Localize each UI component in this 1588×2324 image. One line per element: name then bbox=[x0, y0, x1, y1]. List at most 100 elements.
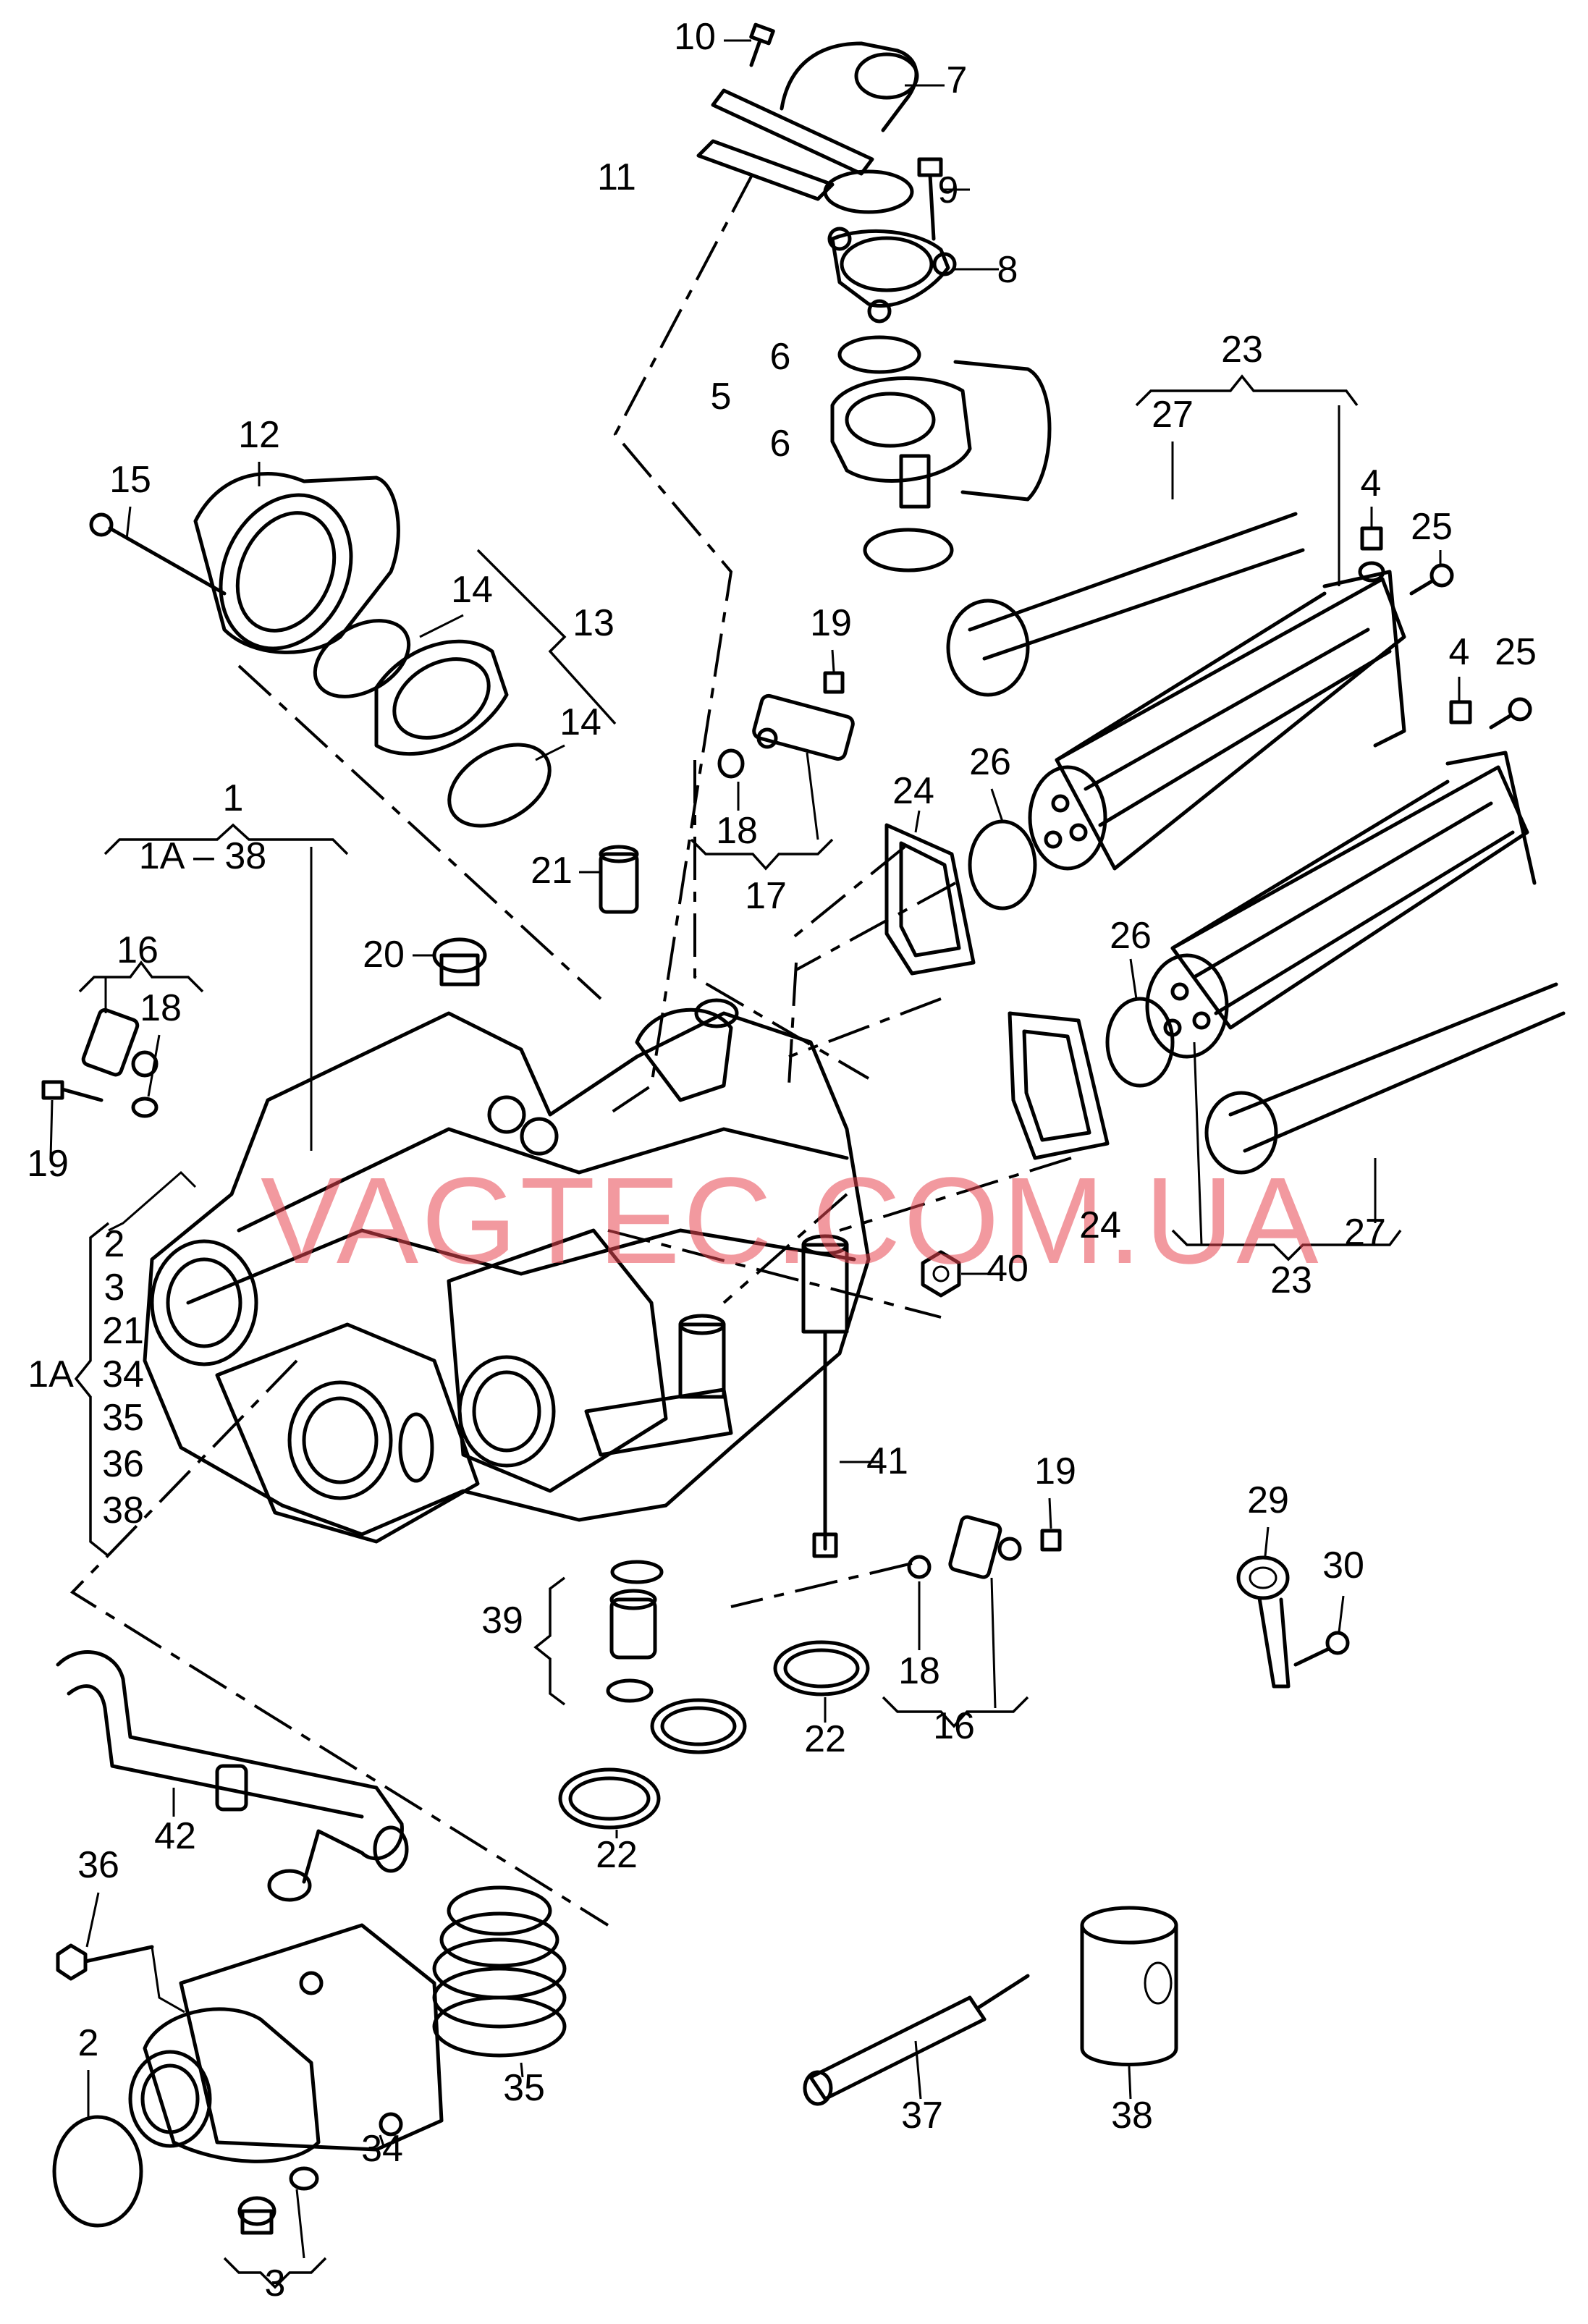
callout-c16b: 16 bbox=[933, 1705, 975, 1747]
part-21-sleeve bbox=[579, 845, 639, 914]
part-27-tube-lower bbox=[1204, 982, 1566, 1223]
callout-c17: 17 bbox=[745, 875, 787, 917]
callout-c15: 15 bbox=[109, 459, 151, 501]
callout-c38a: 38 bbox=[102, 1490, 144, 1531]
callout-c21b: 21 bbox=[102, 1310, 144, 1352]
callout-c26a: 26 bbox=[969, 741, 1011, 783]
callout-c29: 29 bbox=[1247, 1479, 1289, 1521]
callout-c4b: 4 bbox=[1449, 631, 1470, 673]
callout-c1a: 1A bbox=[28, 1353, 74, 1395]
callout-c19a: 19 bbox=[810, 602, 852, 644]
part-5-throttle-body bbox=[830, 335, 1052, 572]
part-16-sensor-left bbox=[41, 960, 204, 1159]
part-29-bracket bbox=[1236, 1526, 1291, 1689]
callout-c18b: 18 bbox=[140, 987, 182, 1029]
leader-1a bbox=[108, 1170, 197, 1232]
part-8-flange bbox=[827, 227, 999, 324]
callout-c19c: 19 bbox=[1034, 1450, 1076, 1492]
callout-c5: 5 bbox=[711, 376, 732, 418]
callout-c14a: 14 bbox=[451, 569, 493, 611]
part-7-elbow-pipe bbox=[711, 41, 945, 176]
part-22-gasket-left bbox=[558, 1767, 661, 1838]
bracket-1a bbox=[74, 1222, 110, 1558]
part-25-bolt-lower bbox=[1489, 697, 1532, 730]
callout-c25b: 25 bbox=[1495, 631, 1537, 673]
callout-c24b: 24 bbox=[1079, 1204, 1121, 1246]
callout-c26b: 26 bbox=[1110, 915, 1152, 957]
part-16-sensor-right bbox=[882, 1497, 1062, 1728]
callout-c6b: 6 bbox=[770, 423, 791, 465]
callout-c14b: 14 bbox=[559, 701, 601, 743]
callout-c8: 8 bbox=[997, 249, 1018, 291]
callout-c27b: 27 bbox=[1344, 1212, 1386, 1254]
part-23-cooler-lower bbox=[1145, 751, 1537, 1059]
callout-c22a: 22 bbox=[804, 1718, 846, 1760]
callout-c42: 42 bbox=[154, 1815, 196, 1857]
bracket-23-bottom bbox=[1171, 1229, 1402, 1262]
bracket-1 bbox=[104, 823, 349, 855]
part-39-fitting bbox=[533, 1560, 664, 1706]
part-23-cooler-upper bbox=[1028, 570, 1406, 871]
part-40-nut bbox=[921, 1250, 992, 1298]
callout-c23a: 23 bbox=[1221, 329, 1263, 371]
callout-c12: 12 bbox=[238, 414, 280, 456]
callout-c1range: 1A – 38 bbox=[139, 835, 266, 877]
callout-c9: 9 bbox=[938, 169, 959, 211]
callout-c11: 11 bbox=[597, 156, 636, 198]
callout-c41: 41 bbox=[866, 1440, 908, 1482]
callout-c16a: 16 bbox=[117, 929, 159, 971]
part-30-bolt bbox=[1293, 1595, 1350, 1667]
part-38-can bbox=[1080, 1906, 1178, 2100]
callout-c1: 1 bbox=[223, 777, 244, 819]
callout-c30: 30 bbox=[1322, 1545, 1364, 1586]
callout-c21a: 21 bbox=[531, 850, 573, 892]
callout-c20: 20 bbox=[363, 934, 405, 976]
part-24-gasket-upper bbox=[884, 810, 976, 976]
part-37-tube bbox=[803, 1974, 1030, 2106]
callout-c38b: 38 bbox=[1111, 2095, 1153, 2137]
part-27-tube-upper bbox=[946, 441, 1305, 697]
callout-c22b: 22 bbox=[596, 1834, 638, 1876]
watermark-text: VAGTEC.COM.UA bbox=[261, 1152, 1322, 1290]
part-35-spring bbox=[432, 1885, 567, 2078]
callout-c18c: 18 bbox=[898, 1650, 940, 1692]
part-4-plug-upper bbox=[1358, 507, 1385, 583]
part-1a-manifold bbox=[143, 998, 871, 1558]
callout-c2b: 2 bbox=[78, 2022, 99, 2064]
part-2-cap bbox=[52, 2070, 143, 2228]
callout-c6a: 6 bbox=[770, 336, 791, 378]
callout-c10: 10 bbox=[674, 16, 716, 58]
callout-c39: 39 bbox=[481, 1600, 523, 1641]
callout-c36a: 36 bbox=[102, 1443, 144, 1485]
part-25-bolt-upper bbox=[1409, 550, 1454, 596]
callout-c40: 40 bbox=[987, 1248, 1029, 1290]
part-4-plug-lower bbox=[1449, 677, 1472, 724]
callout-c24a: 24 bbox=[892, 770, 934, 812]
part-22-gasket-middle bbox=[650, 1698, 747, 1754]
callout-c19b: 19 bbox=[27, 1143, 69, 1185]
callout-c37: 37 bbox=[901, 2095, 943, 2137]
callout-c25a: 25 bbox=[1411, 506, 1453, 548]
callout-c2a: 2 bbox=[104, 1223, 125, 1265]
part-15-bolt bbox=[89, 506, 227, 596]
part-42-pipe bbox=[56, 1650, 409, 1902]
part-24-gasket-lower bbox=[1008, 1011, 1110, 1160]
part-26-ring-lower bbox=[1105, 958, 1175, 1088]
part-11-gasket bbox=[696, 139, 914, 214]
callout-c18a: 18 bbox=[716, 810, 758, 852]
part-20-plug bbox=[413, 937, 487, 986]
part-26-ring-upper bbox=[968, 788, 1037, 910]
callout-c27a: 27 bbox=[1152, 394, 1194, 436]
callout-c4a: 4 bbox=[1361, 462, 1382, 504]
part-13-flange bbox=[313, 549, 617, 828]
part-34-housing bbox=[128, 1923, 444, 2163]
part-12-throttle-housing bbox=[193, 462, 400, 654]
callout-c3b: 3 bbox=[265, 2262, 286, 2304]
part-17-sensor bbox=[690, 649, 855, 871]
part-10-bolt bbox=[724, 22, 775, 67]
callout-c34b: 34 bbox=[361, 2128, 403, 2170]
bracket-23-top bbox=[1135, 374, 1359, 407]
